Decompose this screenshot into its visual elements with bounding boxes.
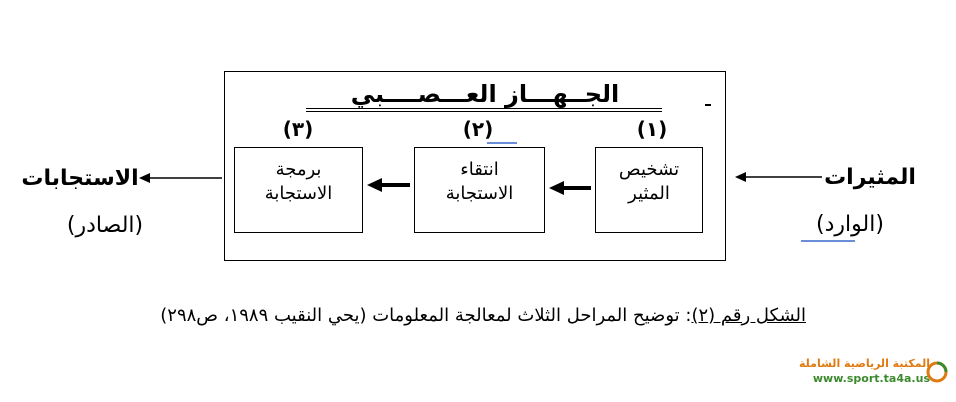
watermark-name: المكتبة الرياضية الشاملة [799, 357, 930, 370]
arrow-2-to-3-head [367, 178, 382, 192]
caption-head: الشكل رقم (٢) [691, 305, 806, 326]
output-arrow-head [139, 173, 150, 183]
figure-caption: الشكل رقم (٢): توضيح المراحل الثلاث لمعا… [100, 304, 806, 328]
input-label: المثيرات [824, 165, 916, 190]
stage-number-3: (٣) [282, 117, 314, 141]
stage-3-line1: برمجة [275, 159, 322, 180]
nervous-system-box [224, 71, 726, 261]
stage-1-line2: المثير [628, 183, 670, 204]
diagram-title: الجــهـــاز العـــصــــبي [350, 80, 620, 108]
stage-2-line1: انتقاء [460, 159, 499, 180]
stage-number-2: (٢) [462, 117, 494, 141]
input-arrow-head [735, 172, 746, 182]
output-sublabel: (الصادر) [66, 213, 144, 238]
title-dash [705, 104, 711, 106]
title-underline [306, 108, 662, 109]
stage-3-line2: الاستجابة [264, 183, 333, 204]
output-label: الاستجابات [21, 166, 139, 191]
stage-1-line1: تشخيص [618, 159, 680, 180]
caption-body: : توضيح المراحل الثلاث لمعالجة المعلومات… [160, 305, 692, 326]
stage-box-program-response: برمجة الاستجابة [234, 147, 363, 233]
arrow-1-to-2-head [549, 181, 564, 195]
input-sublabel: (الوارد) [816, 212, 884, 237]
spellcheck-underline-input [801, 240, 855, 242]
title-underline-double [306, 111, 662, 112]
watermark-logo-icon [926, 361, 948, 383]
watermark-url: www.sport.ta4a.us [812, 372, 930, 385]
stage-box-select-response: انتقاء الاستجابة [414, 147, 545, 233]
stage-box-diagnose-stimulus: تشخيص المثير [595, 147, 703, 233]
stage-number-1: (١) [636, 117, 668, 141]
spellcheck-underline [487, 142, 517, 144]
stage-2-line2: الاستجابة [445, 183, 514, 204]
